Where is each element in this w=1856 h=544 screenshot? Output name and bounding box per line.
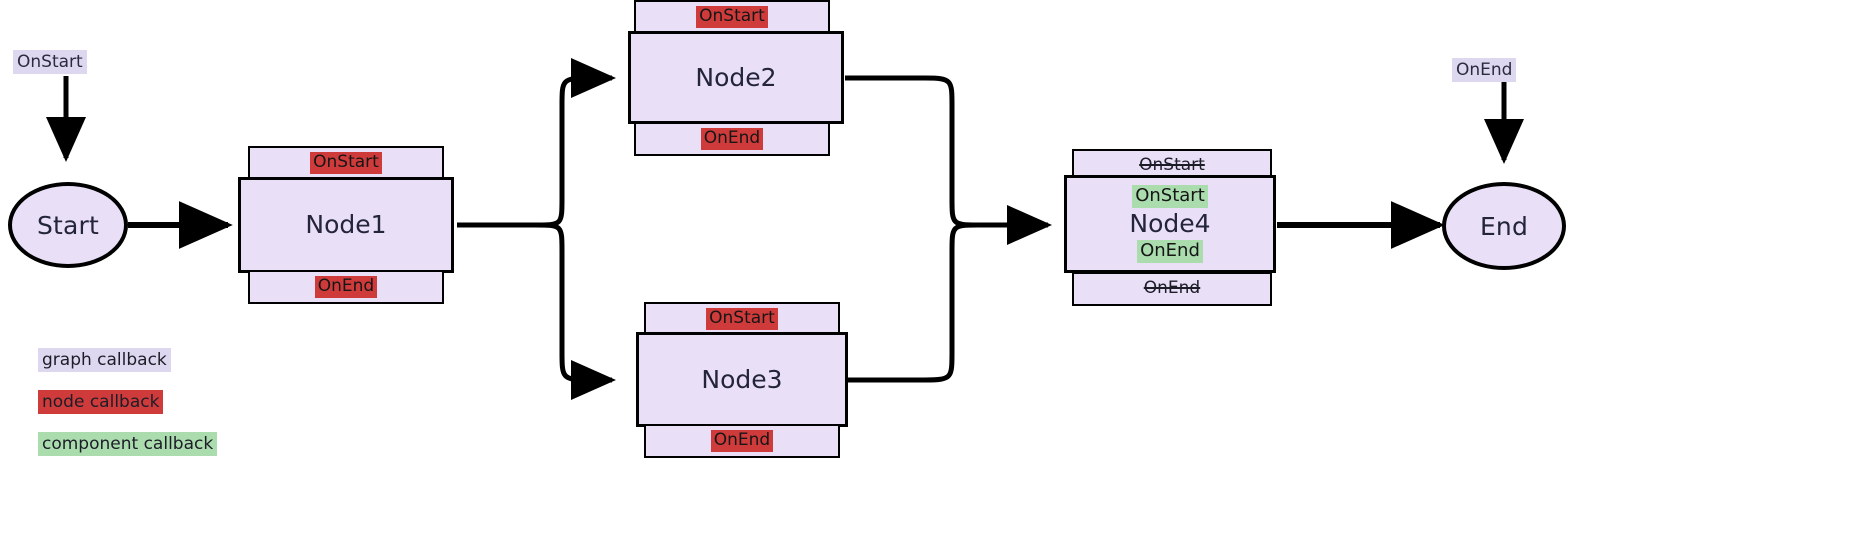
node4-onstart-struck-chip: OnStart [1139, 154, 1205, 175]
node1-title: Node1 [305, 210, 387, 240]
start-node-label: Start [36, 210, 100, 240]
end-node-label: End [1479, 211, 1529, 241]
node1-onend-chip: OnEnd [314, 275, 378, 299]
node4-body: OnStart Node4 OnEnd [1064, 175, 1276, 273]
node2-body: Node2 [628, 31, 844, 124]
node3-bottom-bar: OnEnd [644, 424, 840, 458]
node1-onstart-chip: OnStart [310, 151, 382, 175]
legend: graph callback node callback component c… [38, 348, 218, 474]
end-node[interactable]: End [1442, 182, 1566, 270]
edge-node3-to-merge [848, 222, 979, 383]
node2-bottom-bar: OnEnd [634, 122, 830, 156]
legend-swatch-node-callback: node callback [38, 390, 164, 414]
legend-item-component-callback: component callback [38, 432, 218, 456]
edge-split-to-node3 [534, 222, 617, 400]
node4-title: Node4 [1129, 209, 1211, 239]
node4-onstart-component-chip: OnStart [1132, 184, 1208, 209]
node3-onstart-chip: OnStart [706, 307, 778, 331]
node3-title: Node3 [701, 364, 783, 394]
node1-top-bar: OnStart [248, 146, 444, 180]
edge-split-to-node2 [534, 58, 617, 228]
node1-bottom-bar: OnEnd [248, 270, 444, 304]
legend-swatch-component-callback: component callback [38, 432, 218, 456]
node2-onend-chip: OnEnd [700, 127, 764, 151]
graph-callback-onend-label: OnEnd [1452, 58, 1517, 82]
node2-title: Node2 [695, 62, 777, 92]
start-node[interactable]: Start [8, 182, 128, 268]
node3-body: Node3 [636, 332, 848, 427]
legend-swatch-graph-callback: graph callback [38, 348, 171, 372]
node3-top-bar: OnStart [644, 302, 840, 336]
legend-item-graph-callback: graph callback [38, 348, 217, 372]
edge-node2-to-merge [845, 75, 1053, 245]
node4-onend-struck-chip: OnEnd [1143, 277, 1201, 298]
node3-onend-chip: OnEnd [710, 429, 774, 453]
node2-onstart-chip: OnStart [696, 5, 768, 29]
node2-top-bar: OnStart [634, 0, 830, 34]
legend-item-node-callback: node callback [38, 390, 217, 414]
graph-callback-onstart-label: OnStart [13, 50, 87, 74]
node1-body: Node1 [238, 177, 454, 273]
node4-bottom-bar: OnEnd [1072, 272, 1272, 306]
node4-onend-component-chip: OnEnd [1137, 239, 1203, 264]
